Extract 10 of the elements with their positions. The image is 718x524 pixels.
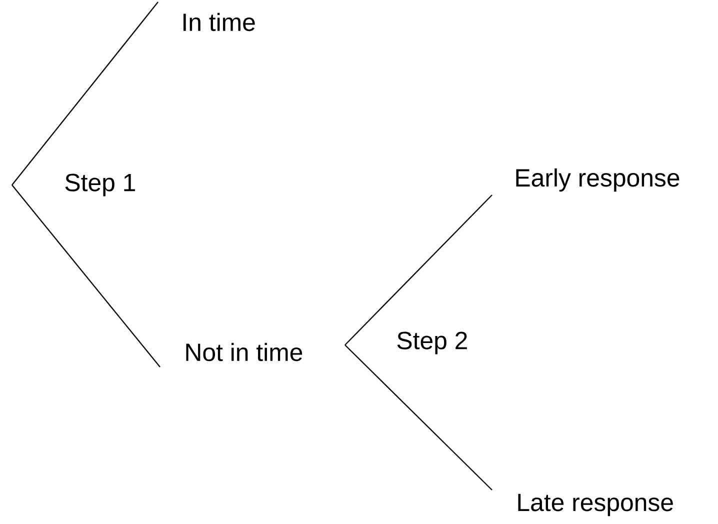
- branch-label: In time: [184, 12, 255, 32]
- branch-line: [12, 2, 158, 186]
- branch-label: Early response: [516, 168, 680, 192]
- branch-line: [344, 344, 492, 490]
- branch-label: Not in time: [186, 342, 302, 362]
- branch-line: [344, 194, 492, 346]
- branch-line: [12, 184, 160, 368]
- step-label: Step 2: [397, 332, 467, 354]
- branch-label: Late response: [518, 494, 673, 516]
- step-label: Step 1: [65, 174, 135, 196]
